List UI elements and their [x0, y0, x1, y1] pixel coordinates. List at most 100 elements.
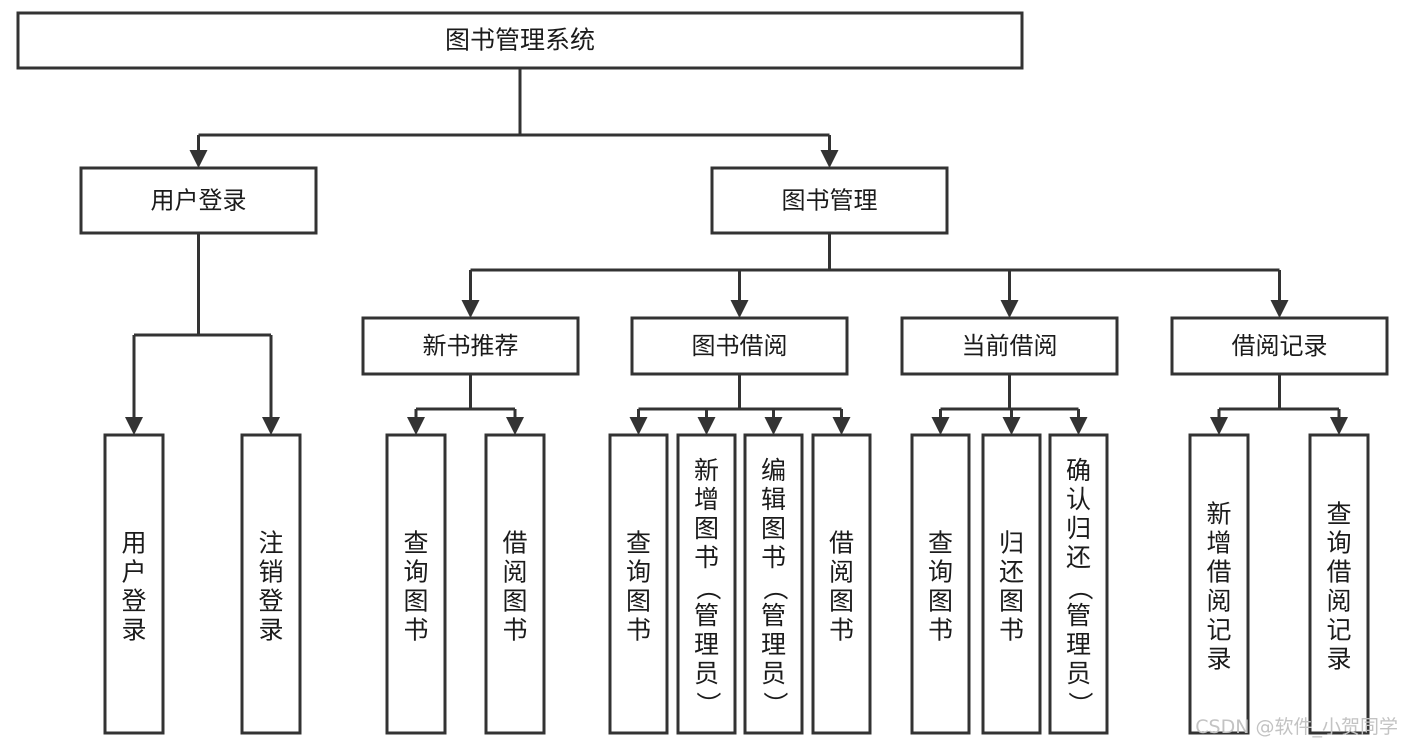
node-label-leaf-user-login: 用户登录 — [121, 529, 146, 645]
arrow-to-current-borrow — [1000, 270, 1019, 318]
svg-text:查: 查 — [626, 529, 651, 558]
svg-text:图: 图 — [761, 514, 786, 543]
node-label-book-borrow: 图书借阅 — [692, 332, 788, 360]
arrow-to-leaf-user-login — [125, 335, 143, 435]
svg-text:借: 借 — [1326, 558, 1351, 587]
node-box-new-book-recommend — [361, 316, 580, 376]
svg-text:询: 询 — [626, 558, 651, 587]
node-book-manage[interactable]: 图书管理 — [710, 166, 949, 235]
node-label-user-login: 用户登录 — [151, 187, 247, 215]
svg-text:录: 录 — [258, 616, 283, 645]
node-layer: 图书管理系统用户登录图书管理新书推荐图书借阅当前借阅借阅记录用户登录注销登录查询… — [16, 11, 1389, 735]
svg-text:（: （ — [694, 575, 723, 600]
svg-text:书: 书 — [502, 616, 527, 645]
svg-text:注: 注 — [258, 529, 283, 558]
node-box-leaf-query-book-1 — [385, 433, 447, 735]
arrow-to-leaf-add-book — [697, 409, 716, 435]
node-borrow-record[interactable]: 借阅记录 — [1170, 316, 1389, 376]
svg-text:阅: 阅 — [502, 558, 527, 587]
node-label-root: 图书管理系统 — [445, 26, 595, 55]
node-label-book-manage: 图书管理 — [782, 187, 878, 215]
node-box-user-login — [79, 166, 318, 235]
svg-text:询: 询 — [928, 558, 953, 587]
svg-text:员: 员 — [694, 659, 719, 688]
node-label-new-book-recommend: 新书推荐 — [423, 332, 519, 360]
arrow-to-leaf-edit-book — [764, 409, 783, 435]
svg-text:图: 图 — [502, 587, 527, 616]
svg-text:图: 图 — [829, 587, 854, 616]
node-box-borrow-record — [1170, 316, 1389, 376]
svg-text:图: 图 — [403, 587, 428, 616]
svg-text:登: 登 — [121, 587, 146, 616]
arrow-to-leaf-return-book — [1002, 409, 1021, 435]
node-leaf-user-login[interactable]: 用户登录 — [103, 433, 165, 735]
arrow-to-leaf-borrow-book-2 — [832, 409, 851, 435]
watermark-label: CSDN @软件_小贺同学 — [1195, 716, 1398, 738]
svg-text:记: 记 — [1326, 616, 1351, 645]
node-box-root — [16, 11, 1024, 70]
svg-text:归: 归 — [999, 529, 1024, 558]
svg-text:录: 录 — [1326, 645, 1351, 674]
svg-text:登: 登 — [258, 587, 283, 616]
node-label-borrow-record: 借阅记录 — [1232, 332, 1328, 360]
svg-text:管: 管 — [1066, 601, 1091, 630]
svg-text:增: 增 — [1206, 529, 1231, 558]
svg-text:阅: 阅 — [1326, 587, 1351, 616]
arrow-to-leaf-logout — [262, 335, 280, 435]
node-box-book-borrow — [630, 316, 849, 376]
node-box-current-borrow — [900, 316, 1119, 376]
svg-text:理: 理 — [761, 630, 786, 659]
arrow-to-new-book-recommend — [461, 270, 480, 318]
node-box-leaf-query-book-2 — [608, 433, 669, 735]
svg-text:图: 图 — [626, 587, 651, 616]
svg-text:查: 查 — [928, 529, 953, 558]
arrow-to-leaf-borrow-book-1 — [506, 409, 524, 435]
svg-text:）: ） — [1066, 691, 1095, 716]
node-box-leaf-logout — [240, 433, 302, 735]
svg-text:）: ） — [761, 691, 790, 716]
arrow-to-leaf-confirm-return — [1069, 409, 1088, 435]
svg-text:查: 查 — [1326, 500, 1351, 529]
arrow-to-user-login — [189, 135, 208, 168]
svg-text:新: 新 — [694, 456, 719, 485]
svg-text:理: 理 — [694, 630, 719, 659]
svg-text:辑: 辑 — [761, 485, 786, 514]
svg-text:阅: 阅 — [829, 558, 854, 587]
node-root[interactable]: 图书管理系统 — [16, 11, 1024, 70]
svg-text:管: 管 — [761, 601, 786, 630]
node-box-leaf-edit-book — [743, 433, 804, 735]
svg-text:录: 录 — [121, 616, 146, 645]
svg-text:用: 用 — [121, 529, 146, 558]
node-current-borrow[interactable]: 当前借阅 — [900, 316, 1119, 376]
node-book-borrow[interactable]: 图书借阅 — [630, 316, 849, 376]
node-user-login[interactable]: 用户登录 — [79, 166, 318, 235]
arrow-to-leaf-query-book-1 — [407, 409, 425, 435]
svg-text:户: 户 — [121, 558, 146, 587]
svg-text:还: 还 — [999, 558, 1024, 587]
arrow-to-leaf-query-book-3 — [931, 409, 950, 435]
svg-text:书: 书 — [761, 543, 786, 572]
node-new-book-recommend[interactable]: 新书推荐 — [361, 316, 580, 376]
svg-text:查: 查 — [403, 529, 428, 558]
